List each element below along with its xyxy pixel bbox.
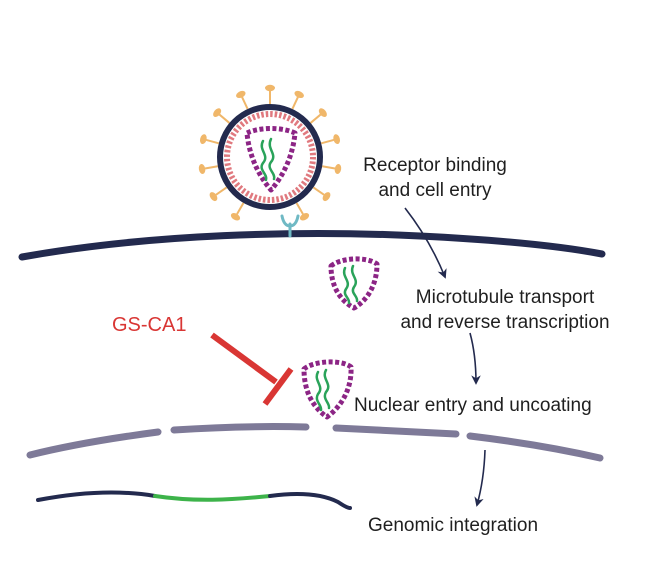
step1-label-line1: Receptor binding	[363, 155, 507, 176]
spike-stalk	[215, 186, 228, 196]
spike-head	[318, 108, 327, 117]
spike-head	[200, 134, 207, 145]
capsid-icon	[301, 359, 354, 420]
spike-head	[209, 192, 218, 202]
spike-head	[265, 84, 275, 92]
spike-stalk	[236, 202, 245, 215]
step2-label-line2: and reverse transcription	[400, 312, 609, 333]
arrow-transport-to-nuclear	[469, 332, 481, 385]
capsid-icon	[328, 256, 380, 311]
spike-stalk	[320, 138, 335, 145]
spike-head	[236, 90, 246, 99]
spike-head	[213, 108, 222, 117]
spike-stalk	[295, 202, 304, 215]
arrow-entry-to-transport	[404, 207, 447, 279]
receptor-icon	[280, 214, 300, 238]
step1-label-line2: and cell entry	[378, 180, 492, 201]
spike-stalk	[322, 165, 336, 170]
nuclear-envelope	[26, 423, 604, 462]
spike-head	[198, 164, 206, 174]
spike-stalk	[205, 138, 220, 145]
spike-head	[333, 134, 340, 145]
spike-stalk	[241, 96, 249, 110]
spike-stalk	[309, 113, 322, 124]
capsid-icon	[244, 126, 298, 193]
spike-head	[334, 164, 342, 174]
inhibition-symbol	[210, 332, 294, 406]
arrow-nuclear-to-integration	[474, 449, 486, 507]
spike-group	[198, 84, 342, 221]
spike-head	[322, 192, 331, 202]
spike-head	[230, 213, 241, 221]
dna-strand-icon	[36, 490, 352, 510]
cell-membrane	[18, 230, 606, 261]
inhibitor-label: GS-CA1	[112, 314, 186, 336]
spike-head	[294, 90, 304, 99]
spike-stalk	[204, 165, 218, 170]
spike-head	[299, 213, 310, 221]
spike-stalk	[291, 96, 299, 110]
step2-label-line1: Microtubule transport	[416, 287, 595, 308]
step3-label: Nuclear entry and uncoating	[354, 395, 592, 416]
step4-label: Genomic integration	[368, 515, 538, 536]
spike-stalk	[218, 113, 231, 124]
virion-icon	[198, 84, 342, 221]
spike-stalk	[312, 186, 325, 196]
